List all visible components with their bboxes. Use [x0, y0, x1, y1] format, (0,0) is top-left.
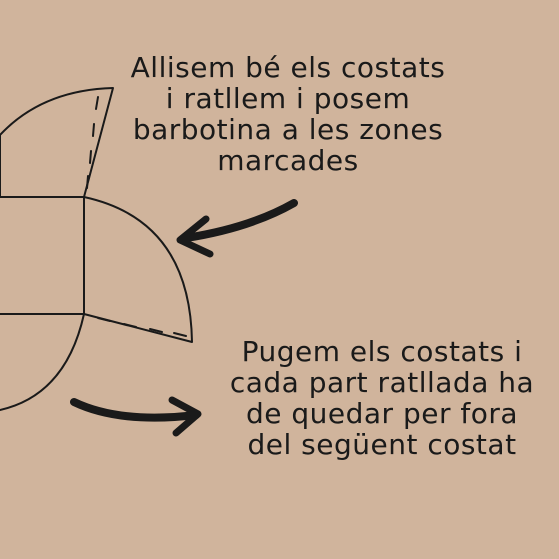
- note-bottom-line: Pugem els costats i: [241, 335, 523, 368]
- curved-arrow-right-icon: [70, 396, 202, 437]
- note-bottom-line: cada part ratllada ha: [229, 366, 535, 399]
- dash-mark: [97, 317, 111, 322]
- instruction-note-bottom: Pugem els costats i cada part ratllada h…: [212, 336, 552, 460]
- bottom-left-piece: [0, 313, 85, 411]
- top-left-piece: [0, 87, 114, 198]
- dash-mark: [86, 175, 89, 189]
- dash-mark: [95, 96, 99, 110]
- note-top-line: barbotina a les zones: [132, 113, 444, 146]
- right-piece: [83, 196, 193, 343]
- dash-mark: [149, 328, 163, 333]
- note-top-line: Allisem bé els costats: [130, 51, 446, 84]
- dash-mark: [89, 150, 92, 164]
- center-square: [0, 196, 85, 315]
- note-top-line: marcades: [217, 144, 359, 177]
- note-bottom-line: de quedar per fora: [245, 397, 519, 430]
- curved-arrow-left-icon: [176, 199, 298, 258]
- instruction-note-top: Allisem bé els costats i ratllem i posem…: [118, 52, 458, 176]
- dash-mark: [92, 123, 95, 137]
- dash-mark: [123, 323, 137, 328]
- note-top-line: i ratllem i posem: [165, 82, 411, 115]
- dash-mark: [173, 332, 187, 337]
- note-bottom-line: del següent costat: [247, 428, 517, 461]
